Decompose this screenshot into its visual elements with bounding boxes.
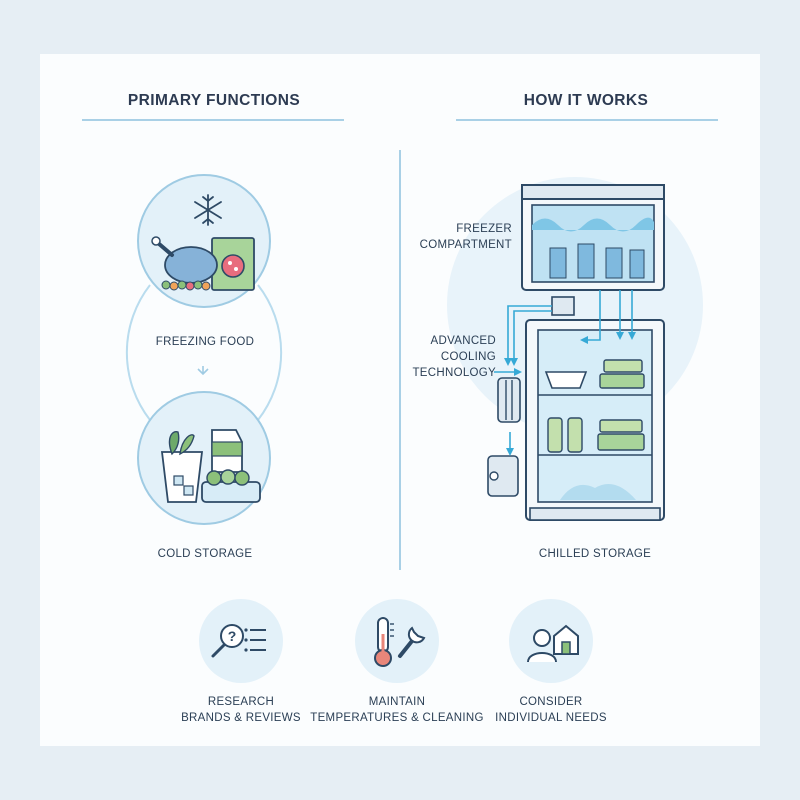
thermometer-wrench-icon <box>355 599 439 683</box>
cold-storage-label: COLD STORAGE <box>157 548 253 560</box>
tip-maintain-line1: MAINTAIN <box>368 696 426 708</box>
svg-text:?: ? <box>228 628 237 644</box>
tip-research-line2: BRANDS & REVIEWS <box>181 712 301 724</box>
section-divider <box>399 150 401 570</box>
primary-functions-heading: PRIMARY FUNCTIONS <box>127 92 301 109</box>
how-it-works-underline <box>456 119 718 121</box>
frozen-food-icon <box>137 174 271 308</box>
advanced-cooling-label: ADVANCED COOLING TECHNOLOGY <box>412 335 496 379</box>
chilled-storage-label: CHILLED STORAGE <box>538 548 652 560</box>
tip-maintain-line2: TEMPERATURES & CLEANING <box>310 712 484 724</box>
how-it-works-heading: HOW IT WORKS <box>523 92 649 109</box>
tip-consider-line2: INDIVIDUAL NEEDS <box>495 712 607 724</box>
cold-storage-icon <box>137 391 271 525</box>
freezing-food-label: FREEZING FOOD <box>155 336 255 348</box>
primary-functions-underline <box>82 119 344 121</box>
research-icon: ? <box>199 599 283 683</box>
tip-research-line1: RESEARCH <box>207 696 275 708</box>
tip-consider-line1: CONSIDER <box>519 696 583 708</box>
person-home-icon <box>509 599 593 683</box>
freezer-compartment-label: FREEZER COMPARTMENT <box>419 223 512 251</box>
